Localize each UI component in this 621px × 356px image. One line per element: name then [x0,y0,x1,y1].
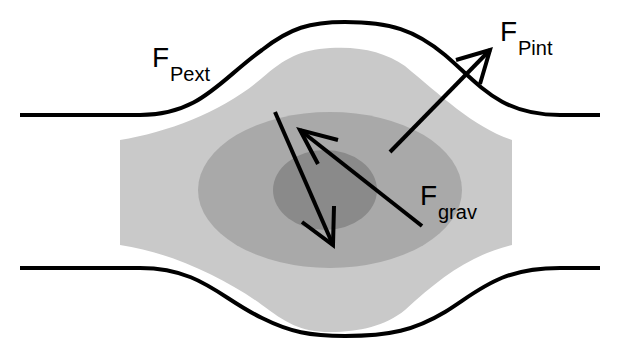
middle-region [198,112,462,268]
internal-pressure-head [456,50,490,84]
force-symbol: F [500,18,517,46]
outer-region [120,48,512,332]
force-subscript: Pext [170,64,210,84]
external-pressure-head [302,206,334,245]
force-subscript: grav [438,202,477,222]
core-region [273,150,377,230]
lower-boundary [20,268,600,336]
gravity-head [300,130,338,164]
internal-pressure-arrow [390,50,490,152]
gravity-arrow [300,130,422,226]
force-subscript: Pint [518,38,552,58]
force-symbol: F [152,44,169,72]
force-symbol: F [420,182,437,210]
